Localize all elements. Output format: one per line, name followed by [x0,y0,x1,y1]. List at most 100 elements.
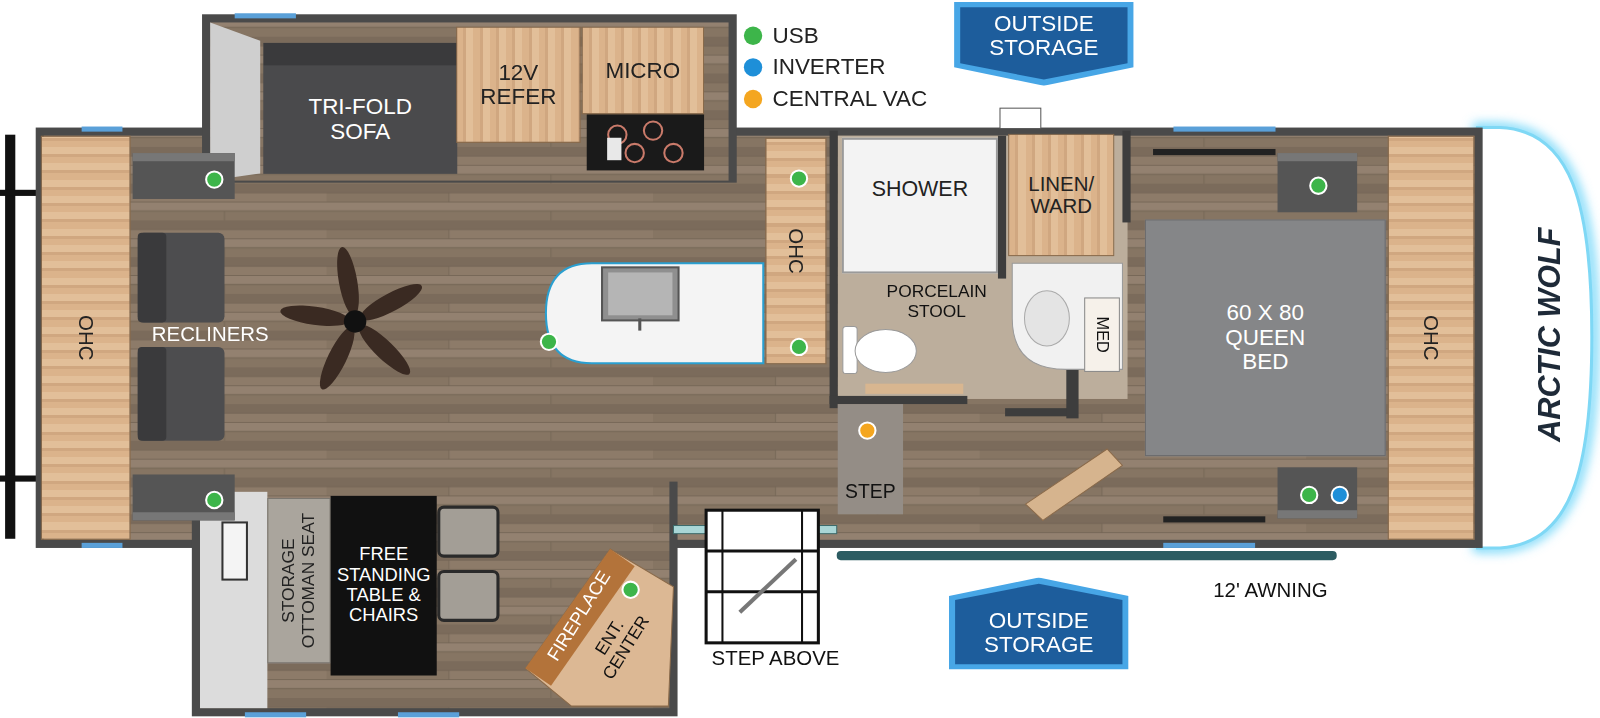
recliners [138,347,225,441]
node-label: 60 X 80 QUEEN BED [1214,301,1316,375]
bathroom [830,131,838,409]
node-label: OHC [1420,297,1442,379]
bumper [0,190,37,196]
node-label: STORAGE OTTOMAN SEAT [280,503,318,658]
node-label: FREE STANDING TABLE & CHAIRS [333,545,435,626]
badge-shape [960,7,1127,79]
nightstands [1278,467,1358,518]
fixture-label: MED [1093,309,1111,360]
trailer-walls [36,14,1483,716]
usb-dot [206,492,222,508]
front-cap [1478,128,1594,548]
rear-end-tables [133,153,235,161]
overhead-cabinet: OHC [41,136,131,540]
bumper [0,135,37,539]
windows [1173,127,1275,132]
callout-label: STEP ABOVE [704,647,847,669]
overhead-cabinet: OHC [765,138,826,365]
trailer-walls [44,136,1475,540]
windows [1163,516,1265,522]
ceiling-fan [356,278,426,327]
node-label: SHOWER [872,177,968,201]
nightstands [1278,153,1358,212]
main-door [721,510,723,643]
entertainment-center [526,549,674,706]
storage-latch [1000,108,1041,128]
node-label: OUTSIDE STORAGE [967,608,1110,657]
brand-logo: ARCTIC WOLF [1532,202,1566,467]
windows [398,712,459,717]
nightstands [1278,153,1358,161]
bathroom [865,384,963,394]
entertainment-center [526,549,674,706]
kitchen-stove [644,121,662,139]
ceiling-fan [333,245,363,317]
kitchen-island [638,318,641,330]
shower: SHOWER [842,138,998,274]
bathroom [855,330,916,373]
kitchen-stove [626,144,644,162]
trailer-walls [200,492,267,708]
usb-dot [1301,487,1317,503]
nightstands [1278,510,1358,518]
awning [837,551,1337,560]
badge-shape [954,2,1134,86]
wardrobe: LINEN/ WARD [1008,134,1114,256]
usb-dot [206,171,222,187]
windows [1153,149,1275,155]
kitchen-island [608,272,672,315]
bed: 60 X 80 QUEEN BED [1145,219,1386,456]
ottoman-seat: STORAGE OTTOMAN SEAT [267,498,330,663]
trailer-walls [200,480,669,709]
node-label: MICRO [605,58,680,83]
kitchen-island [546,263,763,363]
bathroom [1024,291,1069,346]
legend-label: USB [772,22,818,49]
bathroom [998,136,1006,279]
ceiling-fan [356,278,426,327]
windows [82,127,123,132]
node-label: OUTSIDE STORAGE [972,11,1115,60]
rear-end-tables [133,153,235,199]
kitchen-stove [587,114,704,170]
node-label: 12V REFER [478,60,560,109]
dinette-table: FREE STANDING TABLE & CHAIRS [331,496,437,676]
fixture-label: PORCELAIN STOOL [882,283,992,321]
badge-shape [955,584,1122,665]
node-label: TRI-FOLD SOFA [296,95,424,144]
main-door [706,510,818,643]
trailer-walls [210,22,728,180]
central-vac-dot [859,422,875,438]
bathroom [830,131,1131,419]
sofa: TRI-FOLD SOFA [263,43,457,174]
usb-dot [622,582,638,598]
ceiling-fan [344,310,366,332]
microwave-cabinet: MICRO [582,27,704,115]
recliners [138,233,167,323]
ceiling-fan [314,323,361,393]
bathroom [1085,298,1120,371]
bathroom [1066,369,1078,418]
rear-end-tables [133,512,235,520]
badge-shape [949,578,1129,670]
overhead-cabinet: OHC [1388,136,1475,540]
legend-swatch [744,27,762,45]
refrigerator: 12V REFER [456,27,580,143]
kitchen-stove [607,138,621,160]
storage-latch [1000,108,1041,128]
bathroom [1122,131,1130,223]
recliners [138,347,167,441]
entry-step [838,404,903,514]
inverter-dot [1332,487,1348,503]
recliners [138,233,225,323]
main-door [673,510,836,643]
bedroom-door [1026,449,1123,520]
legend-row: INVERTER [744,54,886,81]
legend-row: CENTRAL VAC [744,86,927,113]
main-door [740,559,796,612]
dinette-chairs [439,507,498,620]
ceiling-fan [314,323,361,393]
usb-dot [541,334,557,350]
dinette-chairs [439,507,498,556]
node-label: OHC [74,297,96,379]
